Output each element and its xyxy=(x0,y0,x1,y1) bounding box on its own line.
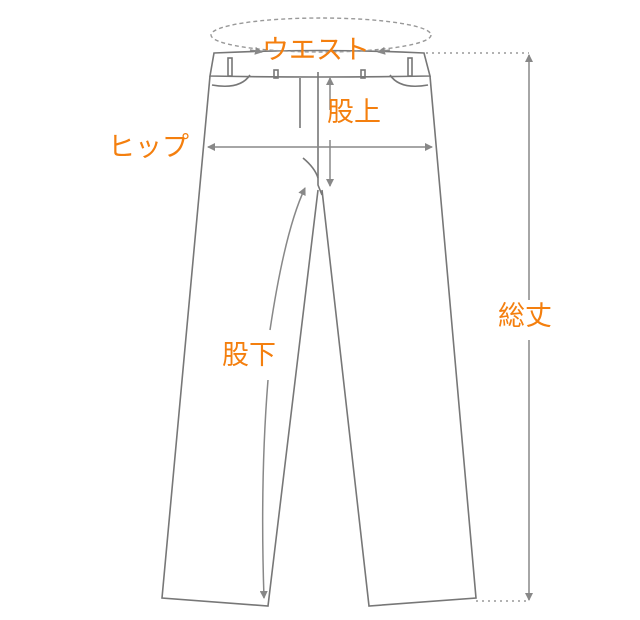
inseam-arrow-down xyxy=(259,379,269,599)
inseam-arrow-up xyxy=(269,187,306,331)
waist-dashed-ellipse xyxy=(210,17,432,53)
total-length-label: 総丈 xyxy=(498,301,552,332)
waist-arrow-right xyxy=(377,46,391,55)
hip-label: ヒップ xyxy=(108,132,189,163)
waist-label: ウエスト xyxy=(262,35,370,66)
waist-arrow-left xyxy=(249,46,263,55)
rise-label: 股上 xyxy=(327,97,381,128)
pants-outline xyxy=(161,49,477,607)
inseam-label: 股下 xyxy=(222,340,276,371)
